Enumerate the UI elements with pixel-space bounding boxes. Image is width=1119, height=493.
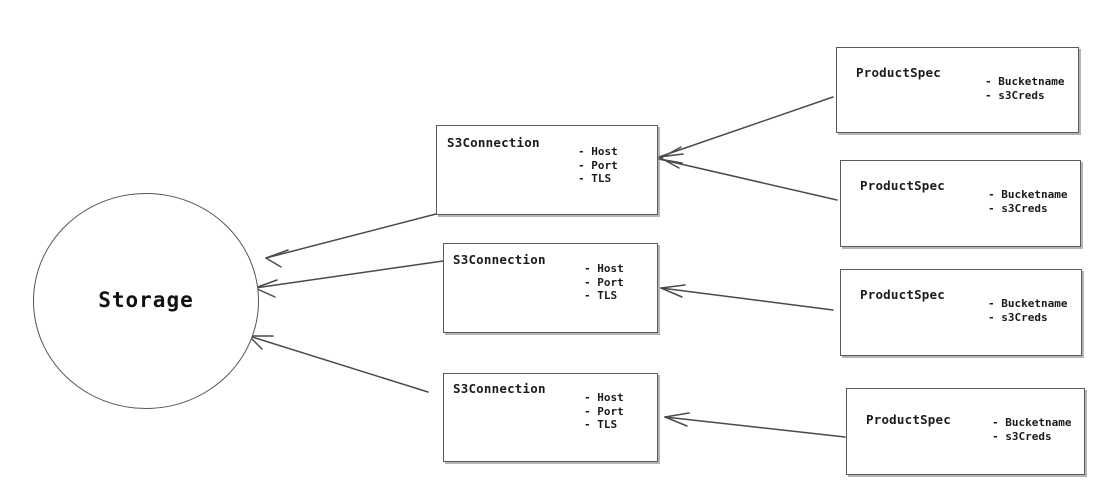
productspec-node-3[interactable] — [840, 269, 1082, 356]
productspec-node-3-attributes: - Bucketname - s3Creds — [988, 297, 1067, 324]
productspec-node-2-attr-bucketname: - Bucketname — [988, 188, 1068, 201]
s3connection-node-2-title: S3Connection — [453, 252, 546, 267]
edge-s3connection-1-to-storage — [265, 213, 437, 268]
edge-s3connection-3-to-storage — [248, 335, 429, 393]
s3connection-node-1-attr-tls: - TLS — [578, 172, 612, 185]
productspec-node-1[interactable] — [836, 47, 1079, 133]
productspec-node-4-title: ProductSpec — [866, 412, 951, 427]
productspec-node-3-attr-bucketname: - Bucketname — [988, 297, 1068, 310]
productspec-node-4-attr-bucketname: - Bucketname — [992, 416, 1072, 429]
productspec-node-2[interactable] — [840, 160, 1081, 247]
s3connection-node-2-attributes: - Host - Port - TLS — [584, 262, 624, 303]
s3connection-node-2-attr-host: - Host — [584, 262, 624, 275]
edge-productspec-2-to-s3connection-1 — [658, 146, 838, 201]
s3connection-node-1-title: S3Connection — [447, 135, 540, 150]
s3connection-node-3-title: S3Connection — [453, 381, 546, 396]
s3connection-node-3-attr-host: - Host — [584, 391, 624, 404]
s3connection-node-1[interactable] — [436, 125, 658, 215]
productspec-node-1-title: ProductSpec — [856, 65, 941, 80]
s3connection-node-2-attr-port: - Port — [584, 275, 624, 289]
productspec-node-1-attributes: - Bucketname - s3Creds — [985, 75, 1064, 102]
productspec-node-2-attr-s3creds: - s3Creds — [988, 201, 1048, 215]
productspec-node-3-title: ProductSpec — [860, 287, 945, 302]
productspec-node-4[interactable] — [846, 388, 1085, 475]
edge-productspec-3-to-s3connection-2 — [660, 284, 834, 311]
edge-s3connection-2-to-storage — [254, 260, 444, 298]
productspec-node-4-attributes: - Bucketname - s3Creds — [992, 416, 1071, 443]
s3connection-node-3-attr-port: - Port — [584, 404, 624, 418]
storage-node-label: Storage — [98, 288, 194, 312]
edge-productspec-1-to-s3connection-1 — [658, 96, 834, 169]
s3connection-node-3[interactable] — [443, 373, 658, 462]
storage-node[interactable] — [33, 193, 259, 409]
s3connection-node-3-attr-tls: - TLS — [584, 418, 618, 431]
productspec-node-4-attr-s3creds: - s3Creds — [992, 429, 1052, 443]
s3connection-node-1-attr-host: - Host — [578, 145, 618, 158]
productspec-node-2-title: ProductSpec — [860, 178, 945, 193]
s3connection-node-2-attr-tls: - TLS — [584, 289, 618, 302]
productspec-node-1-attr-bucketname: - Bucketname — [985, 75, 1065, 88]
s3connection-node-3-attributes: - Host - Port - TLS — [584, 391, 624, 432]
s3connection-node-2[interactable] — [443, 243, 658, 333]
s3connection-node-1-attributes: - Host - Port - TLS — [578, 145, 618, 186]
s3connection-node-1-attr-port: - Port — [578, 158, 618, 172]
productspec-node-2-attributes: - Bucketname - s3Creds — [988, 188, 1067, 215]
productspec-node-1-attr-s3creds: - s3Creds — [985, 88, 1045, 102]
edge-productspec-4-to-s3connection-3 — [664, 412, 846, 438]
productspec-node-3-attr-s3creds: - s3Creds — [988, 310, 1048, 324]
